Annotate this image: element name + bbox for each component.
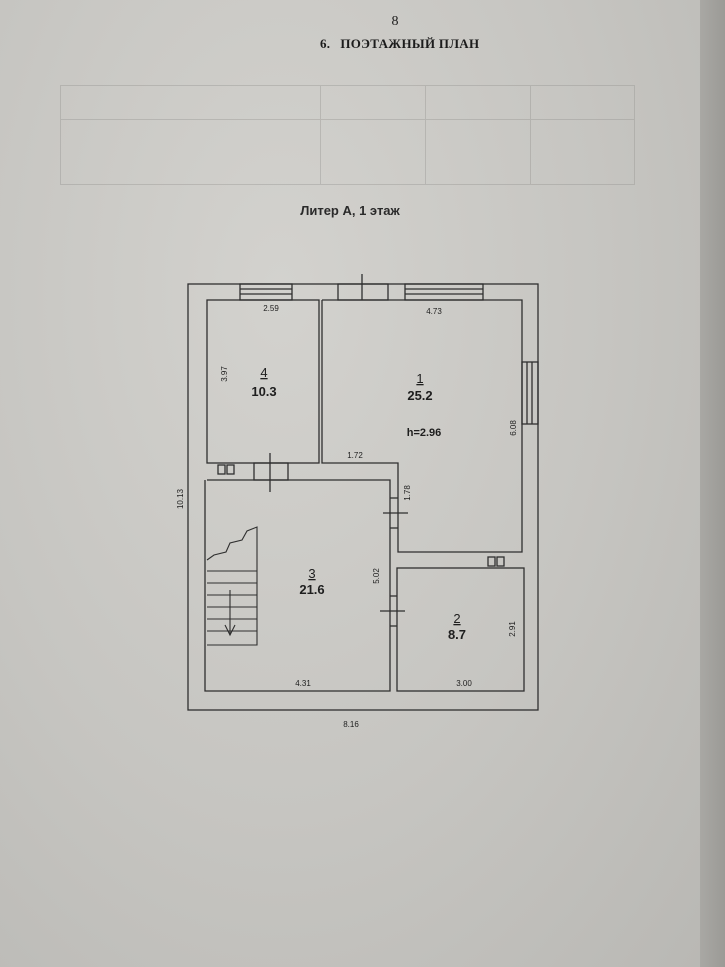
dim-total-width: 8.16 (343, 720, 359, 729)
dim-room1-width: 4.73 (426, 307, 442, 316)
dim-room1-offset: 1.72 (347, 451, 363, 460)
staircase (206, 526, 258, 646)
dim-room2-width: 3.00 (456, 679, 472, 688)
room-2-area: 8.7 (448, 627, 466, 642)
room-3-outline (204, 479, 391, 692)
door-room-4 (253, 453, 289, 492)
room-4-area: 10.3 (251, 384, 276, 399)
room-1-number: 1 (416, 371, 423, 386)
dim-room2-height: 2.91 (508, 621, 517, 637)
document-page (0, 0, 700, 967)
dim-room4-width: 2.59 (263, 304, 279, 313)
dim-room3-height: 5.02 (372, 568, 381, 584)
dim-room3-width: 4.31 (295, 679, 311, 688)
dim-total-height: 10.13 (176, 488, 185, 509)
window-top-left (239, 283, 293, 301)
window-top-right (404, 283, 484, 301)
window-right (521, 361, 539, 425)
room-2-outline (396, 567, 525, 692)
vent-left (217, 464, 235, 475)
section-heading: 6. ПОЭТАЖНЫЙ ПЛАН (320, 36, 479, 52)
page-number: 8 (391, 14, 399, 29)
room-1-outline (321, 299, 523, 553)
door-room-3 (380, 595, 405, 627)
page-edge (700, 0, 725, 967)
door-room-1 (383, 497, 408, 529)
vent-right (487, 556, 505, 567)
section-title: ПОЭТАЖНЫЙ ПЛАН (340, 36, 480, 51)
dim-room1-height: 6.08 (509, 420, 518, 436)
room-4-number: 4 (260, 365, 267, 380)
room-2-number: 2 (453, 611, 460, 626)
dim-room4-height: 3.97 (220, 366, 229, 382)
section-number: 6. (320, 36, 331, 51)
room-1-height: h=2.96 (407, 427, 442, 439)
room-1-area: 25.2 (407, 388, 432, 403)
room-3-number: 3 (308, 566, 315, 581)
bleed-through-table (60, 85, 640, 185)
dim-room1-step: 1.78 (403, 485, 412, 501)
door-top (337, 274, 389, 301)
plan-title: Литер А, 1 этаж (300, 203, 400, 218)
room-3-area: 21.6 (299, 582, 324, 597)
